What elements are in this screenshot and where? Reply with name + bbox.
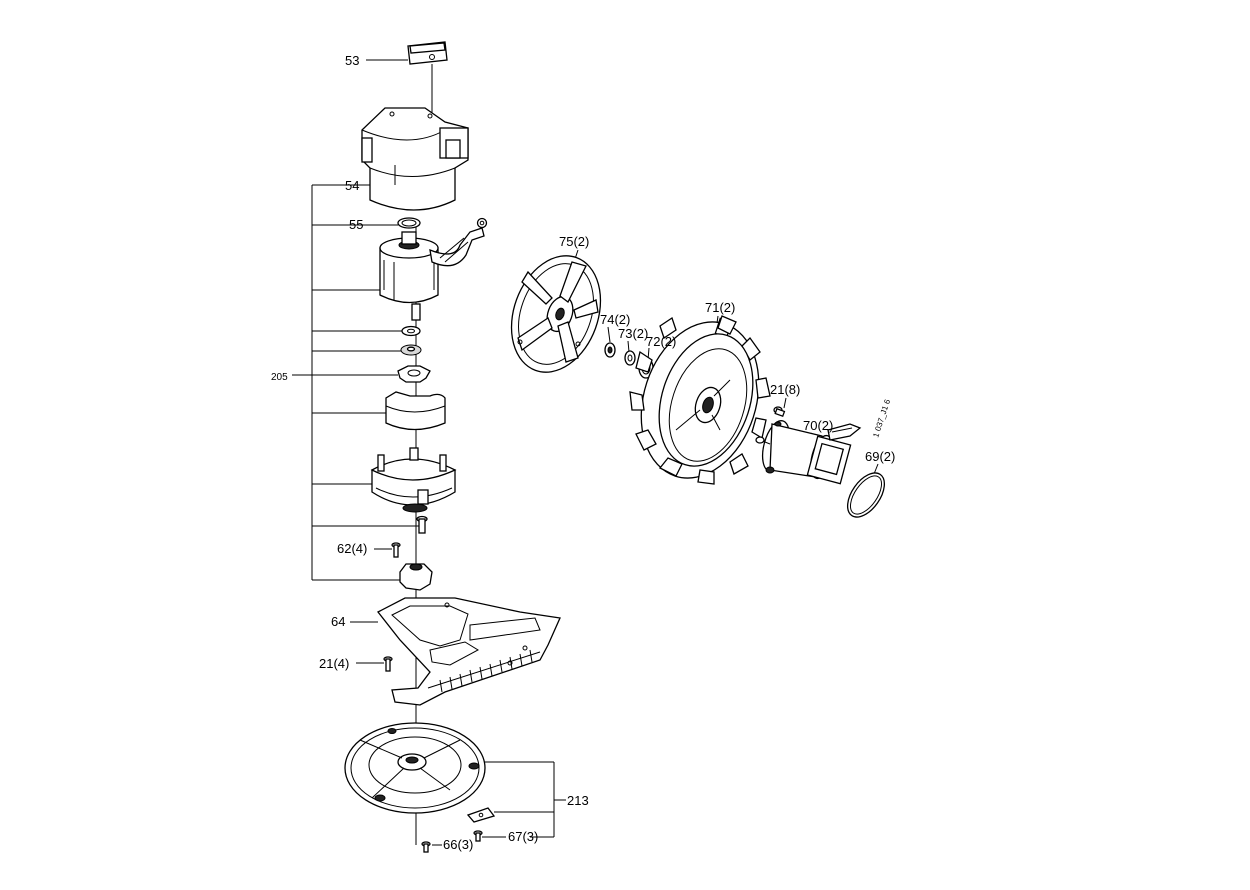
label-55: 55	[349, 217, 363, 232]
bracket-205	[292, 184, 420, 581]
part-70-wheel-motor	[755, 420, 862, 485]
cutting-disc	[344, 722, 486, 814]
screw-66	[421, 841, 442, 853]
blade	[466, 807, 496, 823]
label-67: 67(3)	[508, 829, 538, 844]
label-74: 74(2)	[600, 312, 630, 327]
bracket-213	[484, 761, 566, 838]
label-72: 72(2)	[646, 334, 676, 349]
part-54-housing	[361, 107, 469, 211]
part-64-plate	[350, 597, 561, 706]
screw-21-plate	[356, 656, 393, 672]
part-74-bushing	[604, 326, 616, 358]
washer-upper	[401, 325, 421, 337]
part-71-wheel	[629, 315, 771, 485]
label-213: 213	[567, 793, 589, 808]
label-53: 53	[345, 53, 359, 68]
part-75-hub-cover	[510, 249, 602, 373]
label-205: 205	[271, 372, 288, 383]
drawing-code: 1 037_J1 6	[871, 398, 892, 439]
part-55-o-ring	[397, 217, 421, 229]
label-54: 54	[345, 178, 359, 193]
label-64: 64	[331, 614, 345, 629]
washer-lower	[400, 344, 422, 356]
star-bracket	[397, 365, 431, 383]
screw-62	[374, 542, 401, 558]
lower-housing	[370, 447, 457, 513]
label-66: 66(3)	[443, 837, 473, 852]
hub-nut	[399, 563, 433, 591]
label-69: 69(2)	[865, 449, 895, 464]
screw-21-motor	[773, 397, 787, 418]
part-53-clip	[366, 41, 448, 118]
part-73-washer	[624, 340, 636, 366]
screw-67	[473, 830, 506, 842]
label-70: 70(2)	[803, 418, 833, 433]
cutting-motor	[379, 217, 488, 321]
label-75: 75(2)	[559, 234, 589, 249]
label-62: 62(4)	[337, 541, 367, 556]
label-73: 73(2)	[618, 326, 648, 341]
center-screw	[416, 515, 428, 534]
label-71: 71(2)	[705, 300, 735, 315]
part-69-o-ring	[846, 463, 886, 518]
height-ring	[385, 391, 446, 431]
label-21-plate: 21(4)	[319, 656, 349, 671]
label-21-motor: 21(8)	[770, 382, 800, 397]
